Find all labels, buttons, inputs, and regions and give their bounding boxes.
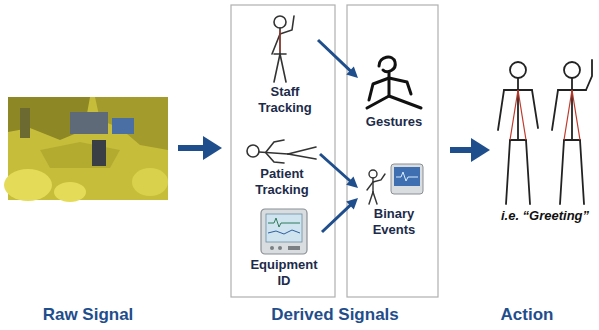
staff-tracking: Staff Tracking [252,12,318,116]
flow-arrow [450,138,490,162]
flow-connector [322,198,358,232]
panel-frame [231,5,335,297]
node-icon [246,207,322,257]
flow-connector [320,154,358,188]
node-icon [358,52,430,114]
node-icon [492,58,598,208]
patient-tracking: Patient Tracking [244,136,320,198]
section-label: Action [501,305,554,325]
node-icon [358,160,430,206]
node-icon [244,136,320,166]
section-label: Raw Signal [43,305,134,325]
node-icon [252,12,318,84]
node-label: i.e. “Greeting” [492,208,598,224]
action-figures: i.e. “Greeting” [492,58,598,224]
node-label: Equipment ID [246,257,322,289]
panel-frame [347,5,438,297]
node-label: Patient Tracking [244,166,320,198]
flow-arrow [178,136,222,160]
raw-depth-image [4,97,168,202]
flow-connector [318,40,358,78]
equipment-id: Equipment ID [246,207,322,289]
node-label: Gestures [358,114,430,130]
gestures: Gestures [358,52,430,130]
node-label: Binary Events [358,206,430,238]
section-label: Derived Signals [271,305,399,325]
binary-events: Binary Events [358,160,430,238]
node-label: Staff Tracking [252,84,318,116]
